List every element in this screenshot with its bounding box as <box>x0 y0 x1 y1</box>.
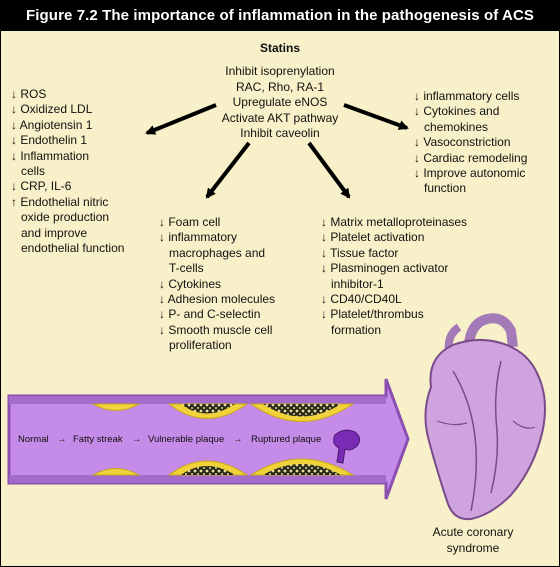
stage-labels: Normal → Fatty streak → Vulnerable plaqu… <box>18 434 321 445</box>
statins-action-item: RAC, Rho, RA-1 <box>235 79 325 94</box>
arrow-to-right-effects <box>343 103 409 130</box>
heart-caption: Acute coronary syndrome <box>414 524 532 556</box>
right-effect-item: ↓ Vasoconstriction <box>414 135 511 150</box>
stage-normal: Normal <box>18 434 49 445</box>
left-effect-item: ↓ Angiotensin 1 <box>11 117 93 132</box>
center-left-effect-item: T-cells <box>169 261 204 276</box>
stage-vulnerable-plaque: Vulnerable plaque <box>148 434 224 445</box>
center-right-effect-item: inhibitor-1 <box>331 276 384 291</box>
right-effect-item: ↓ Improve autonomic <box>414 166 526 181</box>
statins-action-item: Inhibit isoprenylation <box>225 64 335 78</box>
heart-caption-line: syndrome <box>446 541 500 555</box>
left-effect-item: ↓ CRP, IL-6 <box>11 179 72 194</box>
center-right-effects-list: ↓ Matrix metalloproteinases↓ Platelet ac… <box>321 215 467 338</box>
left-effect-item: cells <box>21 164 46 179</box>
stage-arrow-2: → <box>132 434 142 445</box>
center-right-effect-item: ↓ Platelet activation <box>321 230 425 245</box>
center-left-effect-item: ↓ P- and C-selectin <box>159 307 261 322</box>
center-left-effect-item: proliferation <box>169 338 232 353</box>
center-right-effect-item: ↓ Matrix metalloproteinases <box>321 215 468 229</box>
right-effect-item: ↓ Cytokines and <box>414 104 500 119</box>
statins-action-item: Inhibit caveolin <box>240 126 320 140</box>
center-left-effect-item: ↓ Smooth muscle cell <box>159 322 273 337</box>
stage-arrow-3: → <box>233 434 243 445</box>
figure-title: Figure 7.2 The importance of inflammatio… <box>1 1 559 31</box>
heart-caption-line: Acute coronary <box>432 525 514 539</box>
center-left-effect-item: macrophages and <box>169 245 266 260</box>
left-effect-item: oxide production <box>21 210 110 225</box>
center-left-effect-item: ↓ Cytokines <box>159 276 222 291</box>
statins-title: Statins <box>259 41 300 55</box>
arrow-to-center-left-effects <box>205 141 251 199</box>
thrombus <box>333 429 361 464</box>
left-effect-item: ↓ ROS <box>11 87 47 101</box>
stage-ruptured-plaque: Ruptured plaque <box>251 434 321 445</box>
arrow-to-left-effects <box>145 103 217 135</box>
center-right-effect-item: ↓ Tissue factor <box>321 245 399 260</box>
center-right-effect-item: formation <box>331 322 382 337</box>
left-effect-item: endothelial function <box>21 241 125 256</box>
right-effect-item: function <box>424 181 467 196</box>
heart-illustration <box>424 313 546 521</box>
right-effect-item: ↓ inflammatory cells <box>414 89 520 103</box>
vessel-progression <box>7 378 410 500</box>
right-effect-item: ↓ Cardiac remodeling <box>414 150 528 165</box>
statins-action-item: Activate AKT pathway <box>221 110 339 125</box>
fatty-streak-plaque-top <box>91 403 141 411</box>
left-effect-item: ↓ Oxidized LDL <box>11 102 93 117</box>
statins-action-item: Upregulate eNOS <box>232 95 328 109</box>
center-left-effect-item: ↓ Adhesion molecules <box>159 292 276 307</box>
left-effect-item: ↓ Inflammation <box>11 148 90 163</box>
right-effect-item: chemokines <box>424 119 489 134</box>
fatty-streak-plaque-bottom <box>91 468 141 476</box>
left-effect-item: and improve <box>21 225 88 240</box>
stage-fatty-streak: Fatty streak <box>73 434 123 445</box>
stage-arrow-1: → <box>57 434 67 445</box>
left-effect-item: ↑ Endothelial nitric <box>11 194 109 209</box>
center-left-effect-item: ↓ inflammatory <box>159 230 238 245</box>
center-right-effect-item: ↓ Platelet/thrombus <box>321 307 424 322</box>
center-right-effect-item: ↓ Plasminogen activator <box>321 261 449 276</box>
left-effects-list: ↓ ROS↓ Oxidized LDL↓ Angiotensin 1↓ Endo… <box>11 87 124 256</box>
center-left-effect-item: ↓ Foam cell <box>159 215 221 229</box>
left-effect-item: ↓ Endothelin 1 <box>11 133 88 148</box>
center-right-effect-item: ↓ CD40/CD40L <box>321 292 402 307</box>
arrow-to-center-right-effects <box>307 141 351 199</box>
